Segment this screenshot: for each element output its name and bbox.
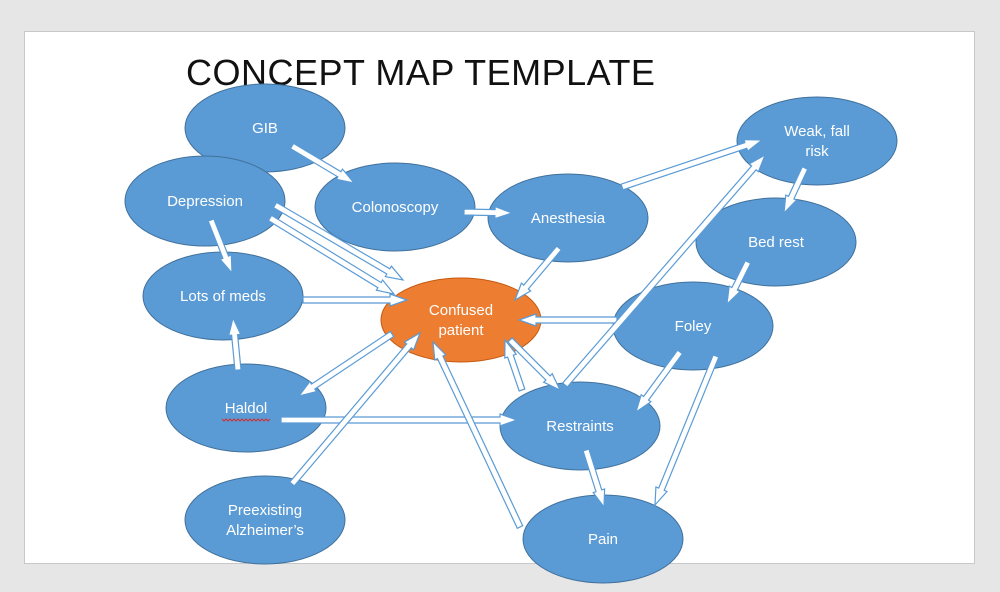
node-restraints-label: Restraints bbox=[546, 418, 614, 435]
node-haldol-label: Haldol bbox=[225, 400, 268, 417]
arrow-bedrest-to-foley bbox=[726, 259, 752, 306]
node-foley: Foley bbox=[612, 281, 774, 371]
arrow-foley-to-confused bbox=[517, 313, 618, 327]
node-confused-label: patient bbox=[438, 322, 484, 339]
node-alz-label: Preexisting bbox=[228, 502, 302, 519]
node-pain-label: Pain bbox=[588, 531, 618, 548]
node-weak-label: Weak, fall bbox=[784, 123, 850, 140]
node-confused: Confused patient bbox=[380, 277, 542, 363]
arrow-haldol-to-meds bbox=[227, 316, 242, 371]
node-alz-label: Alzheimer’s bbox=[226, 522, 304, 539]
node-anesthesia-label: Anesthesia bbox=[531, 210, 606, 227]
spellcheck-underline bbox=[221, 418, 271, 422]
arrow-foley-to-restraints bbox=[634, 349, 684, 414]
node-meds-label: Lots of meds bbox=[180, 288, 266, 305]
node-pain: Pain bbox=[522, 494, 684, 584]
arrow-pain-to-confused bbox=[432, 340, 524, 530]
arrow-restraints-to-weak bbox=[561, 153, 767, 388]
arrow-anesthesia-to-confused bbox=[513, 245, 563, 302]
node-anesthesia: Anesthesia bbox=[487, 173, 649, 263]
arrow-restraints-to-pain bbox=[582, 448, 606, 509]
node-haldol: Haldol bbox=[165, 363, 327, 453]
arrow-gib-to-colonoscopy bbox=[289, 142, 356, 184]
arrows-layer bbox=[207, 139, 809, 530]
arrow-alz-to-confused bbox=[288, 331, 422, 487]
arrow-depression-to-meds bbox=[207, 218, 233, 275]
node-colonoscopy-shape bbox=[314, 162, 476, 252]
arrow-confused-to-haldol bbox=[297, 330, 395, 397]
arrow-meds-to-confused bbox=[302, 293, 409, 307]
arrow-colonoscopy-to-anesthesia bbox=[463, 205, 514, 220]
arrow-foley-to-pain bbox=[654, 354, 720, 507]
arrow-depression-to-confused-a bbox=[272, 201, 405, 281]
node-gib-label: GIB bbox=[252, 120, 278, 137]
arrow-anesthesia-to-weak bbox=[620, 139, 764, 191]
arrow-weak-to-bedrest bbox=[783, 165, 809, 215]
node-anesthesia-shape bbox=[487, 173, 649, 263]
node-bedrest: Bed rest bbox=[695, 197, 857, 287]
arrow-depression-to-confused-b bbox=[267, 214, 396, 295]
node-haldol-shape bbox=[165, 363, 327, 453]
node-bedrest-shape bbox=[695, 197, 857, 287]
node-alz-shape bbox=[184, 475, 346, 565]
node-depression-label: Depression bbox=[167, 193, 243, 210]
node-weak-label: risk bbox=[805, 143, 829, 160]
node-weak: Weak, fall risk bbox=[736, 96, 898, 186]
node-confused-label: Confused bbox=[429, 302, 493, 319]
node-colonoscopy: Colonoscopy bbox=[314, 162, 476, 252]
node-restraints: Restraints bbox=[499, 381, 661, 471]
node-depression: Depression bbox=[124, 155, 286, 247]
node-meds: Lots of meds bbox=[142, 251, 304, 341]
node-colonoscopy-label: Colonoscopy bbox=[352, 199, 439, 216]
arrow-restraints-to-confused bbox=[504, 338, 526, 392]
node-depression-shape bbox=[124, 155, 286, 247]
arrow-confused-to-restraints bbox=[507, 337, 562, 392]
node-weak-shape bbox=[736, 96, 898, 186]
node-foley-label: Foley bbox=[675, 318, 712, 335]
node-bedrest-label: Bed rest bbox=[748, 234, 805, 251]
